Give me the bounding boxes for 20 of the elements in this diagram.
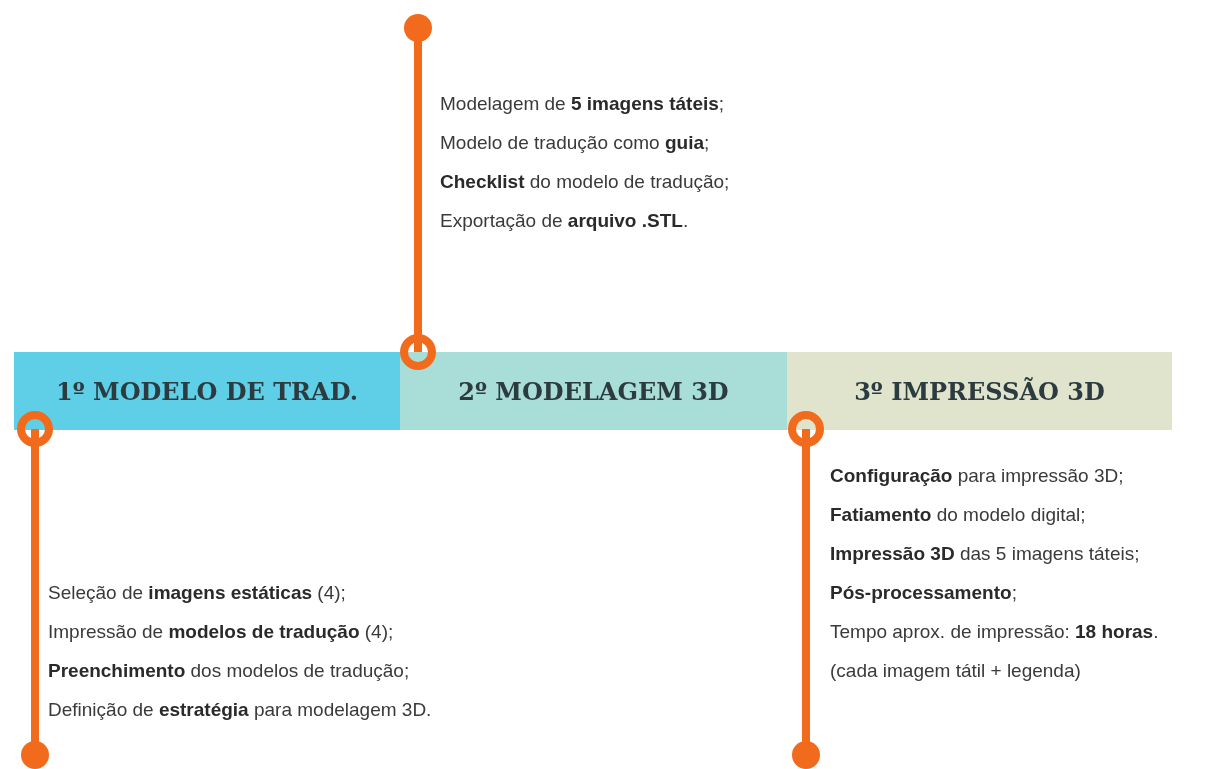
step-text: (cada imagem tátil + legenda) — [830, 659, 1082, 683]
phase-title: 2º MODELAGEM 3D — [458, 376, 729, 406]
phase-band — [14, 352, 400, 430]
step-text: Exportação de arquivo .STL. — [440, 209, 690, 233]
step-text: Modelo de tradução como guia; — [440, 131, 711, 155]
step-text: Definição de estratégia para modelagem 3D. — [48, 698, 433, 722]
step-text: Configuração para impressão 3D; — [830, 464, 1125, 488]
step-text: Impressão de modelos de tradução (4); — [48, 620, 395, 644]
step-text: Fatiamento do modelo digital; — [830, 503, 1087, 527]
step-text: Preenchimento dos modelos de tradução; — [48, 659, 411, 683]
phase-band — [787, 352, 1172, 430]
step-text: Checklist do modelo de tradução; — [440, 170, 731, 194]
step-text: Modelagem de 5 imagens táteis; — [440, 92, 726, 116]
phase-band — [400, 352, 787, 430]
step-text: Seleção de imagens estáticas (4); — [48, 581, 347, 605]
step-text: Pós-processamento; — [830, 581, 1018, 605]
phase-title: 3º IMPRESSÃO 3D — [854, 376, 1105, 406]
step-text: Tempo aprox. de impressão: 18 horas. — [830, 620, 1160, 644]
phase-title: 1º MODELO DE TRAD. — [56, 376, 358, 406]
step-text: Impressão 3D das 5 imagens táteis; — [830, 542, 1141, 566]
